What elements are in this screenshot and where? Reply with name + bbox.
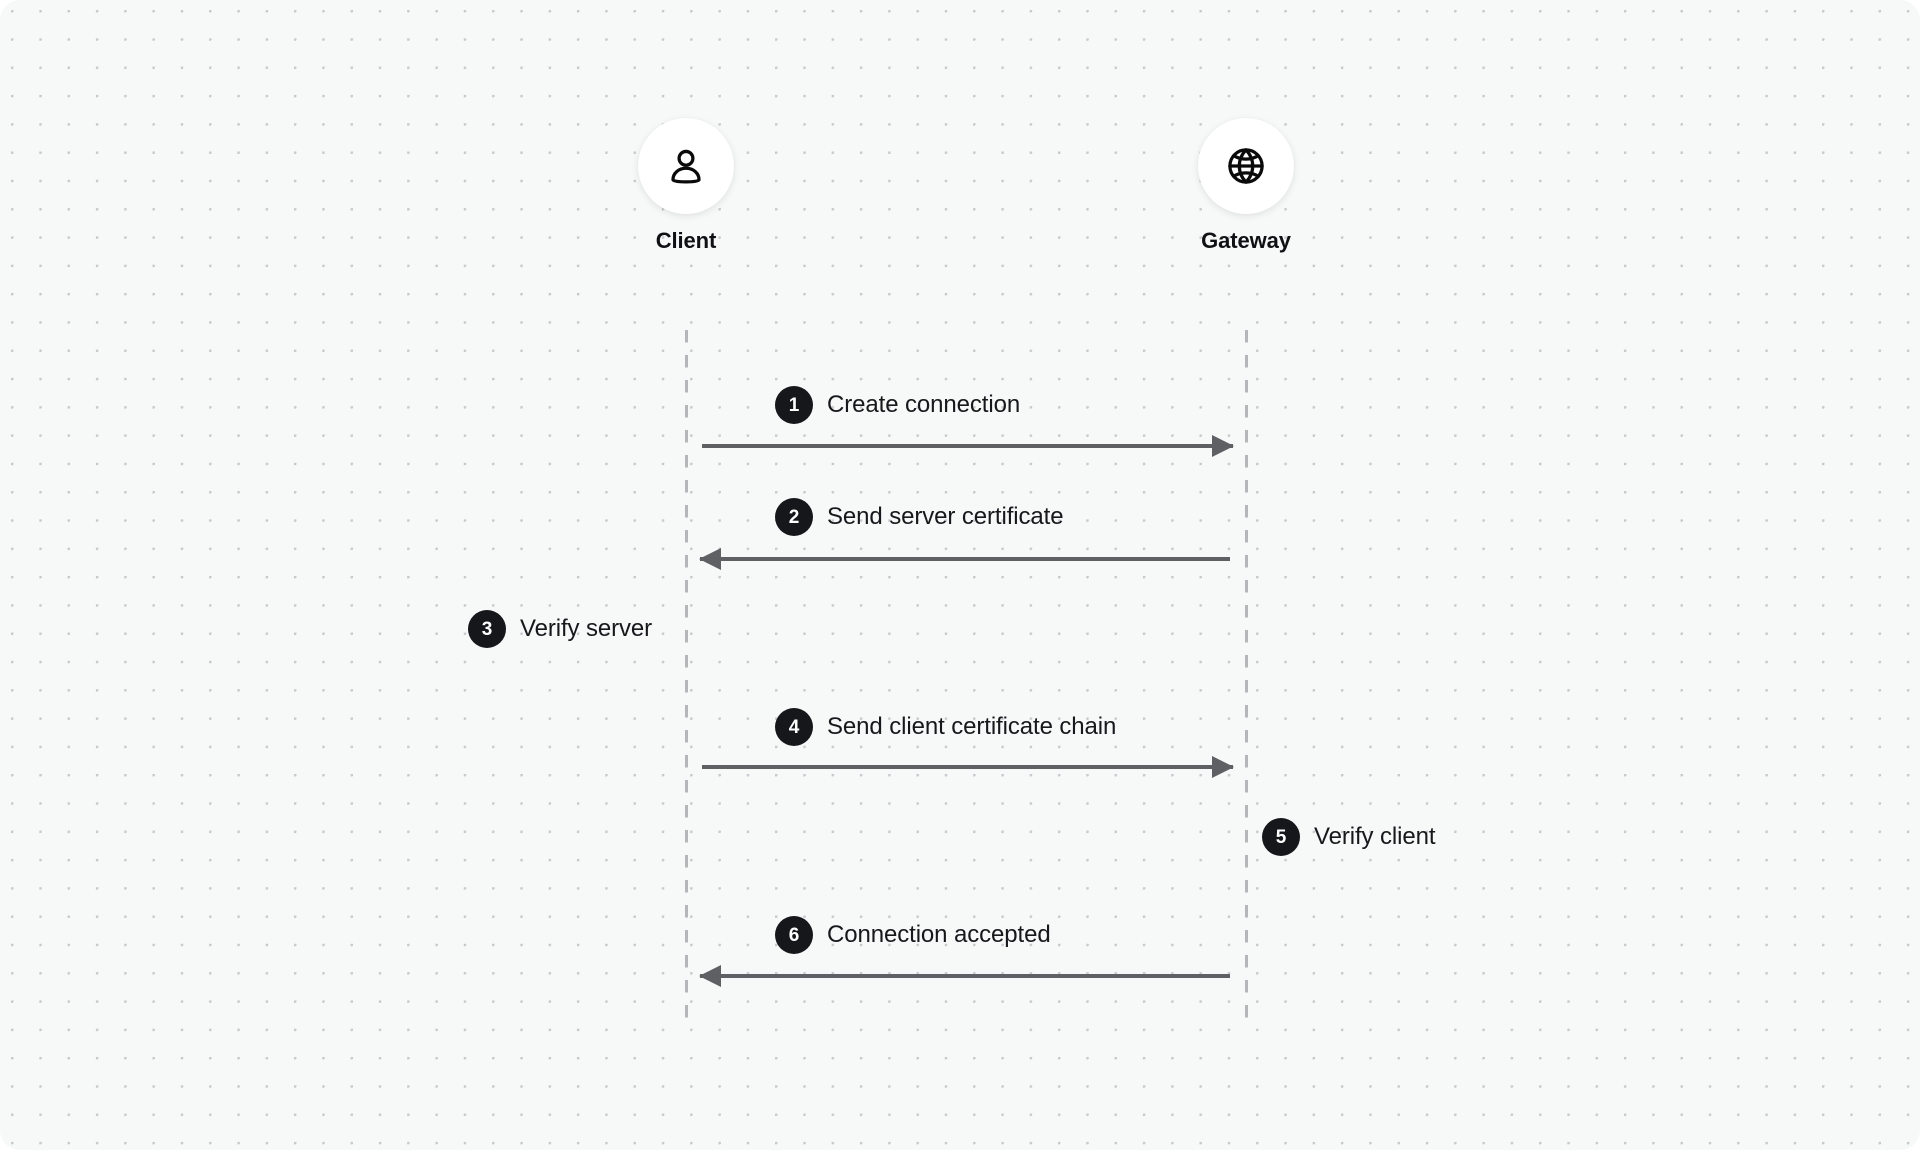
user-icon bbox=[663, 143, 709, 189]
step-6[interactable]: 6 Connection accepted bbox=[775, 916, 1051, 954]
message-line-2 bbox=[700, 557, 1230, 561]
participant-label-client: Client bbox=[655, 228, 717, 253]
step-6-badge: 6 bbox=[775, 916, 813, 954]
step-3-label: Verify server bbox=[520, 615, 653, 642]
step-5-badge: 5 bbox=[1262, 818, 1300, 856]
participant-label-gateway: Gateway bbox=[1201, 228, 1291, 253]
message-line-4 bbox=[702, 765, 1233, 769]
step-1[interactable]: 1 Create connection bbox=[775, 386, 1020, 424]
message-line-1 bbox=[702, 444, 1233, 448]
step-5-label: Verify client bbox=[1314, 823, 1436, 850]
step-3[interactable]: 3 Verify server bbox=[468, 610, 652, 648]
arrowhead-right-4 bbox=[1212, 756, 1234, 778]
arrowhead-left-6 bbox=[699, 965, 721, 987]
client-avatar bbox=[638, 118, 734, 214]
step-5[interactable]: 5 Verify client bbox=[1262, 818, 1436, 856]
message-line-6 bbox=[700, 974, 1230, 978]
step-2-badge: 2 bbox=[775, 498, 813, 536]
step-4-badge: 4 bbox=[775, 708, 813, 746]
participant-gateway[interactable]: Gateway bbox=[1136, 118, 1356, 254]
step-1-label: Create connection bbox=[827, 391, 1021, 418]
step-1-badge: 1 bbox=[775, 386, 813, 424]
gateway-avatar bbox=[1198, 118, 1294, 214]
step-3-badge: 3 bbox=[468, 610, 506, 648]
participant-client[interactable]: Client bbox=[576, 118, 796, 254]
step-4[interactable]: 4 Send client certificate chain bbox=[775, 708, 1116, 746]
step-2-label: Send server certificate bbox=[827, 503, 1064, 530]
step-2[interactable]: 2 Send server certificate bbox=[775, 498, 1064, 536]
lifeline-gateway bbox=[1245, 330, 1248, 1028]
globe-icon bbox=[1223, 143, 1269, 189]
arrowhead-right-1 bbox=[1212, 435, 1234, 457]
lifeline-client bbox=[685, 330, 688, 1028]
arrowhead-left-2 bbox=[699, 548, 721, 570]
step-6-label: Connection accepted bbox=[827, 921, 1051, 948]
step-4-label: Send client certificate chain bbox=[827, 713, 1117, 740]
